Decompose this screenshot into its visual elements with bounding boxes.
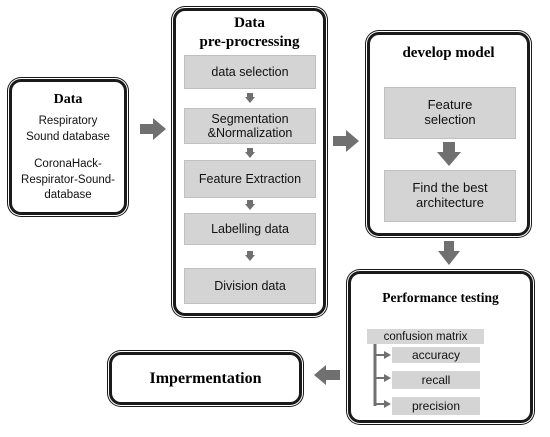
data-source-box: Data Respiratory Sound database CoronaHa… <box>9 79 127 215</box>
data-source-2: CoronaHack- Respirator-Sound- database <box>21 158 115 202</box>
arrow-down-icon <box>437 142 461 166</box>
metric-accuracy: accuracy <box>392 347 480 363</box>
arrow-down-icon <box>438 241 460 265</box>
performance-testing-title: Performance testing <box>382 290 499 305</box>
develop-model-title: develop model <box>402 45 495 61</box>
confusion-matrix-label: confusion matrix <box>367 329 484 344</box>
preprocessing-title-line1: Data <box>234 15 265 31</box>
arrow-down-icon <box>245 148 255 158</box>
implementation-label: Impermentation <box>149 369 262 387</box>
step-division-data: Division data <box>184 268 316 304</box>
data-source-1: Respiratory Sound database <box>26 115 110 143</box>
arrow-down-icon <box>245 200 255 210</box>
step-feature-extraction: Feature Extraction <box>184 160 316 198</box>
step-feature-selection: Feature selection <box>384 87 516 139</box>
implementation-box: Impermentation <box>109 352 302 405</box>
branch-connector-icon <box>373 344 391 408</box>
step-segmentation: Segmentation &Normalization <box>184 108 316 144</box>
arrow-down-icon <box>245 93 255 103</box>
arrow-right-icon <box>140 118 166 140</box>
data-box-title: Data <box>53 92 83 107</box>
arrow-left-icon <box>314 365 340 385</box>
preprocessing-title-line2: pre-procressing <box>199 34 300 50</box>
metric-recall: recall <box>392 371 480 389</box>
arrow-down-icon <box>245 251 255 261</box>
metric-precision: precision <box>392 397 480 415</box>
step-data-selection: data selection <box>184 55 316 89</box>
step-labelling-data: Labelling data <box>184 213 316 245</box>
arrow-right-icon <box>333 130 359 152</box>
step-find-best-architecture: Find the best architecture <box>384 170 516 222</box>
